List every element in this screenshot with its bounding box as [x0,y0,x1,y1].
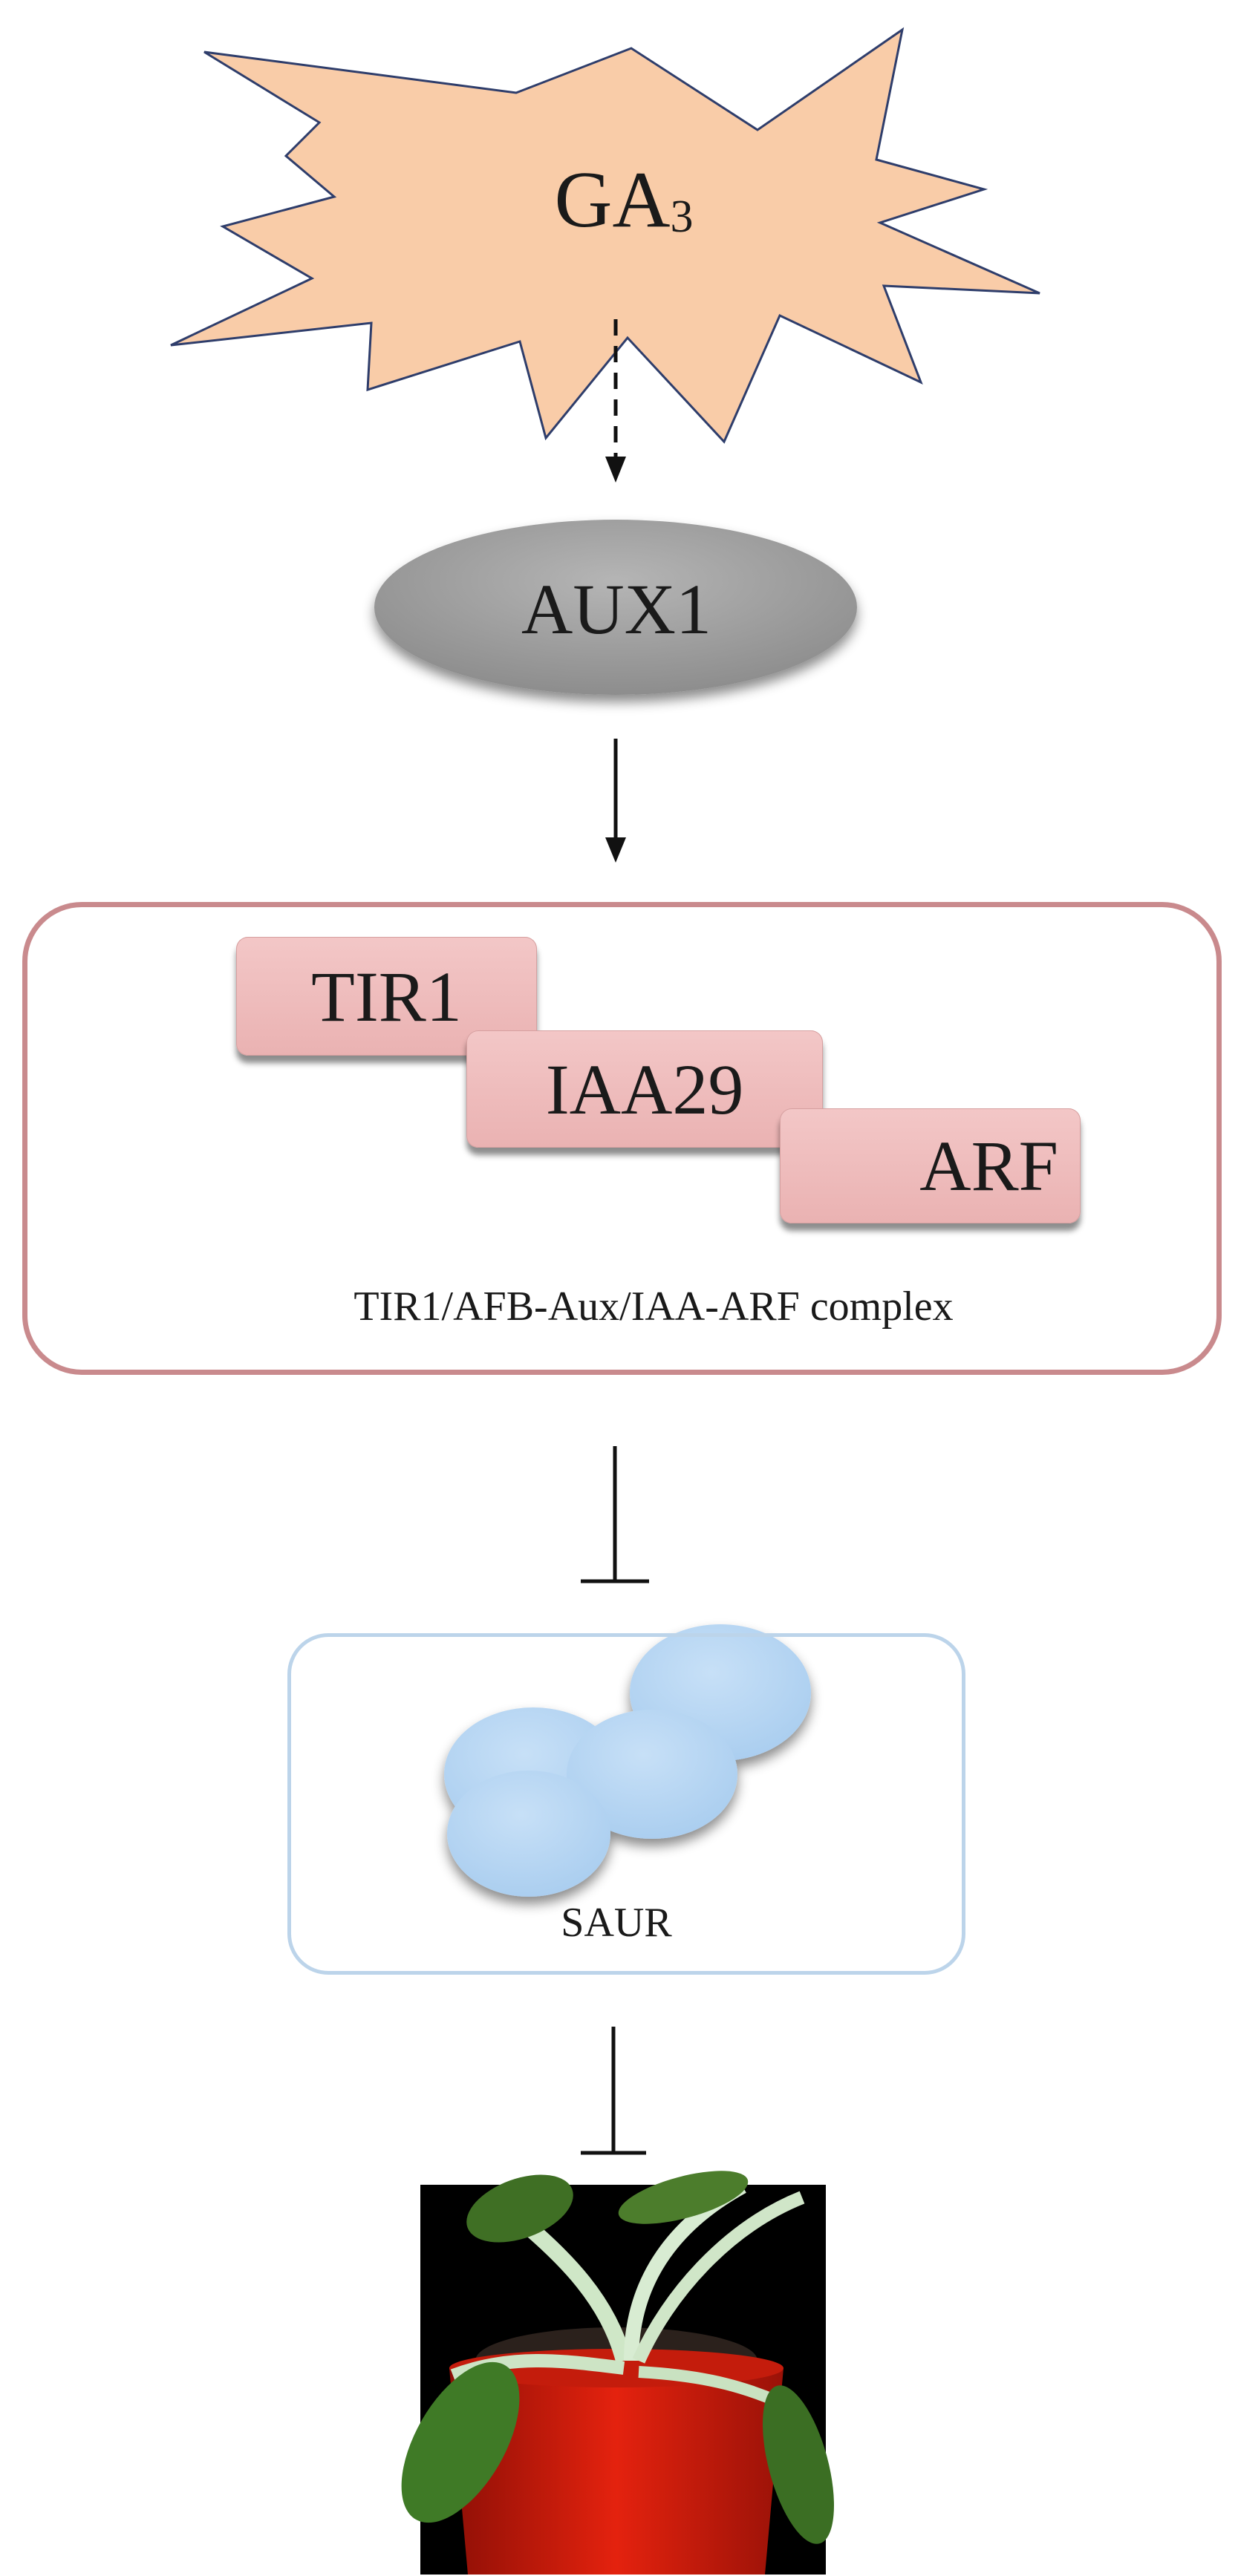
saur-box [287,1633,965,1975]
dashed-arrowhead [605,457,626,483]
arf-label: ARF [919,1126,1058,1206]
arf-protein: ARF [780,1108,1081,1223]
ga3-label-text: GA [554,156,671,244]
complex-caption: TIR1/AFB-Aux/IAA-ARF complex [354,1284,954,1330]
aux1-label: AUX1 [521,569,711,649]
arrowhead [605,837,626,863]
ga3-starburst-shape [170,27,1040,444]
ga3-subscript: 3 [670,191,694,242]
plant-photo [401,2171,834,2575]
aux1-ellipse [374,520,857,695]
iaa29-protein: IAA29 [466,1030,823,1148]
iaa29-label: IAA29 [545,1049,744,1129]
tir1-label: TIR1 [311,956,462,1036]
saur-caption: SAUR [561,1900,672,1946]
complex-box [22,902,1222,1375]
saur-protein-shape [444,1624,811,1897]
